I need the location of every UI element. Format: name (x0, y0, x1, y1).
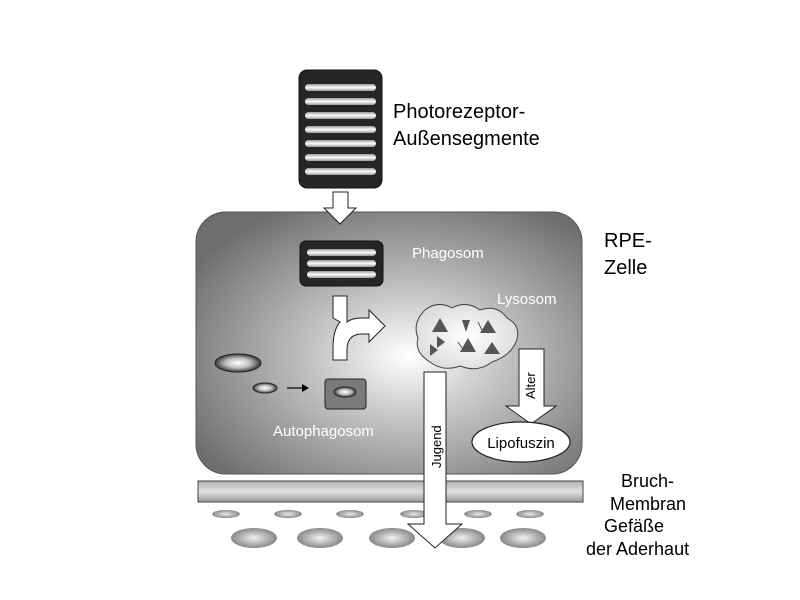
alter-label: Alter (523, 372, 538, 399)
gefaesse-label-line1: Gefäße (604, 516, 664, 536)
bruch-label-line2: Membran (610, 494, 686, 514)
down-arrow-icon (322, 191, 358, 225)
lysosom-label: Lysosom (497, 291, 556, 308)
jugend-label: Jugend (429, 425, 444, 468)
lipofuszin-ellipse (471, 421, 571, 463)
jugend-arrow-icon (406, 371, 464, 549)
rpe-label-line2: Zelle (604, 257, 647, 279)
bent-arrow-icon (332, 295, 386, 361)
phagosom-label: Phagosom (412, 245, 484, 262)
small-arrowhead-icon (302, 384, 309, 392)
rpe-label-line1: RPE- (604, 230, 652, 252)
alter-arrow-icon (504, 348, 558, 425)
photoreceptor-label-line1: Photorezeptor- (393, 101, 525, 123)
lysosome (415, 304, 519, 370)
bruch-membrane (197, 480, 584, 503)
bruch-label-line1: Bruch- (621, 471, 674, 491)
small-vessels (212, 510, 544, 518)
lipofuszin-label: Lipofuszin (487, 435, 555, 452)
rpe-cell (195, 211, 583, 475)
phagosom-stack (299, 240, 384, 287)
autophagosom-content (333, 386, 357, 398)
organelle-large (214, 353, 262, 373)
photoreceptor-label-line2: Außensegmente (393, 128, 540, 150)
large-vessels (231, 528, 546, 548)
organelle-small (252, 382, 278, 394)
gefaesse-label-line2: der Aderhaut (586, 539, 689, 559)
photoreceptor-stack (298, 69, 383, 189)
autophagosom-label: Autophagosom (273, 423, 374, 440)
